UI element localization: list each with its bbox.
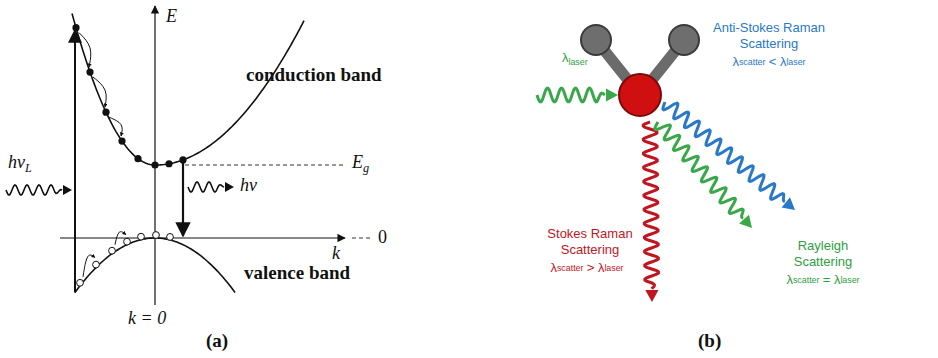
- band-name: conduction band: [246, 64, 382, 85]
- scatter-name: Rayleigh Scattering: [773, 238, 873, 270]
- wavelength-relation-group: λscatter= λlaser: [760, 272, 886, 288]
- oxygen-atom: [619, 74, 661, 116]
- hole-circle: [167, 234, 174, 241]
- axis-label: k = 0: [128, 308, 166, 328]
- gap-label-group: Eg: [352, 152, 369, 176]
- axis-label: E: [166, 6, 177, 26]
- band-name: valence band: [244, 262, 350, 283]
- wavelength-relation: < λ: [769, 54, 787, 70]
- subscript: laser: [840, 272, 859, 288]
- electron-dot: [151, 161, 158, 168]
- electron-dot: [118, 137, 125, 144]
- rayleigh-wave: [655, 122, 752, 228]
- k-axis: [60, 237, 345, 238]
- wavelength-relation: λ: [786, 272, 793, 288]
- subscript: laser: [604, 260, 623, 276]
- electron-dot: [165, 160, 172, 167]
- stokes-wave: [643, 122, 658, 302]
- electron-dot: [102, 109, 109, 116]
- incoming-photon-head: [63, 185, 72, 195]
- subscript: scatter: [557, 260, 584, 276]
- subscript: laser: [569, 57, 588, 67]
- stokes-wave-line: [643, 122, 658, 289]
- photon-label: hν: [240, 175, 257, 195]
- hole-relaxation-arrow: [115, 232, 126, 245]
- band-diagram: [6, 6, 372, 305]
- wavelength-relation-group: λscatter> λlaser: [524, 260, 650, 276]
- subscript: scatter: [793, 272, 820, 288]
- zero-level: [352, 238, 372, 239]
- gap-label: E: [352, 152, 363, 172]
- hydrogen-atom: [581, 25, 611, 55]
- photon-label-group: hν: [240, 175, 257, 197]
- level-label: 0: [378, 227, 387, 247]
- valence-band-curve: [75, 238, 235, 292]
- subscript: laser: [786, 54, 805, 70]
- incoming-photon-line: [6, 185, 62, 195]
- emitted-photon-head: [225, 182, 234, 192]
- wavelength-label: λ: [562, 50, 569, 65]
- rayleigh-wave-head: [739, 215, 752, 228]
- scatter-name: Stokes Raman Scattering: [540, 226, 640, 258]
- wavelength-relation: = λ: [823, 272, 841, 288]
- panel-label: (a): [206, 330, 228, 351]
- photon-label-group: hνL: [8, 152, 32, 176]
- electron-dot: [72, 24, 79, 31]
- scatter-name: Anti-Stokes Raman Scattering: [713, 20, 825, 52]
- emitted-photon-line: [188, 182, 224, 192]
- laser-wave-head: [606, 88, 618, 101]
- axis-label: k: [332, 243, 340, 263]
- excitation-arrow: [74, 30, 76, 292]
- hydrogen-atom: [669, 25, 699, 55]
- emission-arrow: [182, 163, 184, 236]
- axis-label-group: k: [332, 243, 340, 265]
- subscript: scatter: [739, 54, 766, 70]
- hole-circle: [138, 233, 145, 240]
- rayleigh-wave-line: [655, 122, 743, 218]
- relaxation-arrow: [93, 77, 106, 107]
- hole-circle: [153, 232, 160, 239]
- hole-circle: [124, 238, 131, 245]
- stokes-wave-head: [645, 290, 658, 302]
- gap-level: [185, 165, 345, 166]
- panel-label: (b): [698, 330, 721, 351]
- emitted-photon: [188, 182, 234, 192]
- relaxation-arrow: [79, 33, 91, 67]
- laser-wave: [537, 88, 618, 102]
- electron-dot: [179, 156, 186, 163]
- energy-axis: [154, 6, 155, 305]
- hole-circle: [77, 279, 84, 286]
- conduction-band-curve: [72, 13, 304, 165]
- electron-dot: [134, 155, 141, 162]
- hole-relaxation-arrow: [83, 255, 95, 277]
- scattering-diagram: [537, 25, 795, 302]
- photon-label: hν: [8, 152, 25, 172]
- relaxation-arrow: [109, 117, 122, 136]
- incoming-photon: [6, 185, 72, 195]
- subscript: L: [25, 161, 32, 175]
- anti-stokes-wave-head: [782, 197, 795, 210]
- scatter-name-group: Rayleigh Scattering: [773, 238, 873, 270]
- scatter-name-group: Stokes Raman Scattering: [540, 226, 640, 258]
- scatter-name-group: Anti-Stokes Raman Scattering: [713, 20, 825, 52]
- wavelength-label-group: λlaser: [562, 50, 588, 70]
- hole-circle: [109, 247, 116, 254]
- axis-label-group: k = 0: [128, 308, 166, 330]
- band-name-group: valence band: [244, 262, 350, 285]
- wavelength-relation: λ: [732, 54, 739, 70]
- level-label-group: 0: [378, 227, 387, 249]
- axis-label-group: E: [166, 6, 177, 28]
- hole-circle: [93, 261, 100, 268]
- panel-label-group: (a): [206, 330, 228, 353]
- wavelength-relation: λ: [550, 260, 557, 276]
- subscript: g: [363, 161, 369, 175]
- band-name-group: conduction band: [246, 64, 382, 87]
- wavelength-relation-group: λscatter< λlaser: [703, 54, 835, 70]
- electron-dot: [86, 68, 93, 75]
- wavelength-relation: > λ: [587, 260, 605, 276]
- laser-wave-line: [537, 88, 605, 102]
- panel-label-group: (b): [698, 330, 721, 353]
